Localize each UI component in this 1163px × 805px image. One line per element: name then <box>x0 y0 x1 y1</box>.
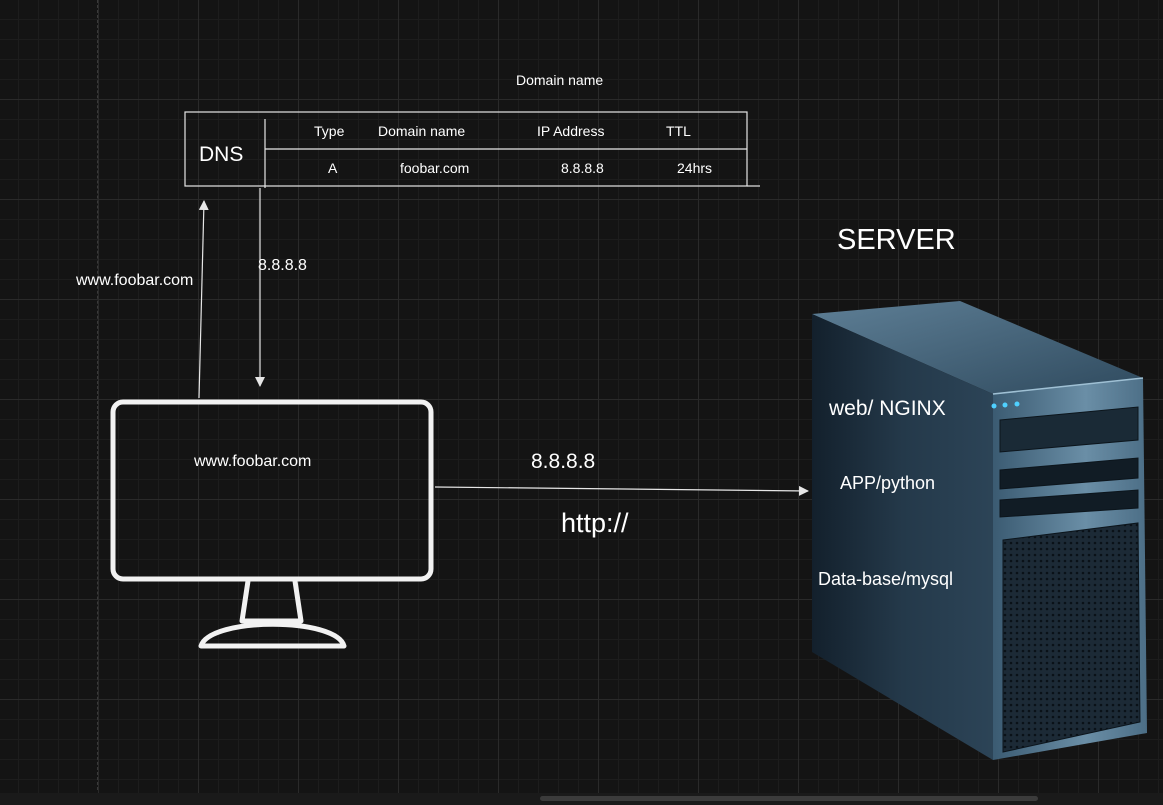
dns-record-domain: foobar.com <box>400 160 470 176</box>
query-arrow <box>198 200 209 399</box>
dns-table <box>184 111 760 188</box>
server-tower-icon <box>812 301 1147 760</box>
server-layer-app: APP/python <box>840 473 936 493</box>
dns-record-type: A <box>328 160 338 176</box>
dns-record-ip: 8.8.8.8 <box>561 160 604 176</box>
monitor-address-label: www.foobar.com <box>194 453 312 470</box>
dns-label: DNS <box>199 143 244 166</box>
canvas-guide-line <box>97 0 98 790</box>
server-layer-database: Data-base/mysql <box>818 569 954 589</box>
dns-response-label: 8.8.8.8 <box>258 257 307 274</box>
dns-column-ttl: TTL <box>666 123 691 139</box>
connection-ip-label: 8.8.8.8 <box>531 450 596 473</box>
server-layer-web: web/ NGINX <box>829 397 946 420</box>
diagram-caption: Domain name <box>516 72 604 88</box>
connection-protocol-label: http:// <box>561 508 629 538</box>
dns-column-ip-address: IP Address <box>537 123 605 139</box>
dns-record-ttl: 24hrs <box>677 160 713 176</box>
dns-column-type: Type <box>314 123 345 139</box>
server-title: SERVER <box>837 224 956 256</box>
monitor-icon <box>110 399 434 649</box>
dns-column-domain-name: Domain name <box>378 123 466 139</box>
dns-request-label: www.foobar.com <box>76 272 194 289</box>
horizontal-scrollbar-thumb[interactable] <box>540 796 1038 801</box>
http-request-arrow <box>434 485 809 496</box>
